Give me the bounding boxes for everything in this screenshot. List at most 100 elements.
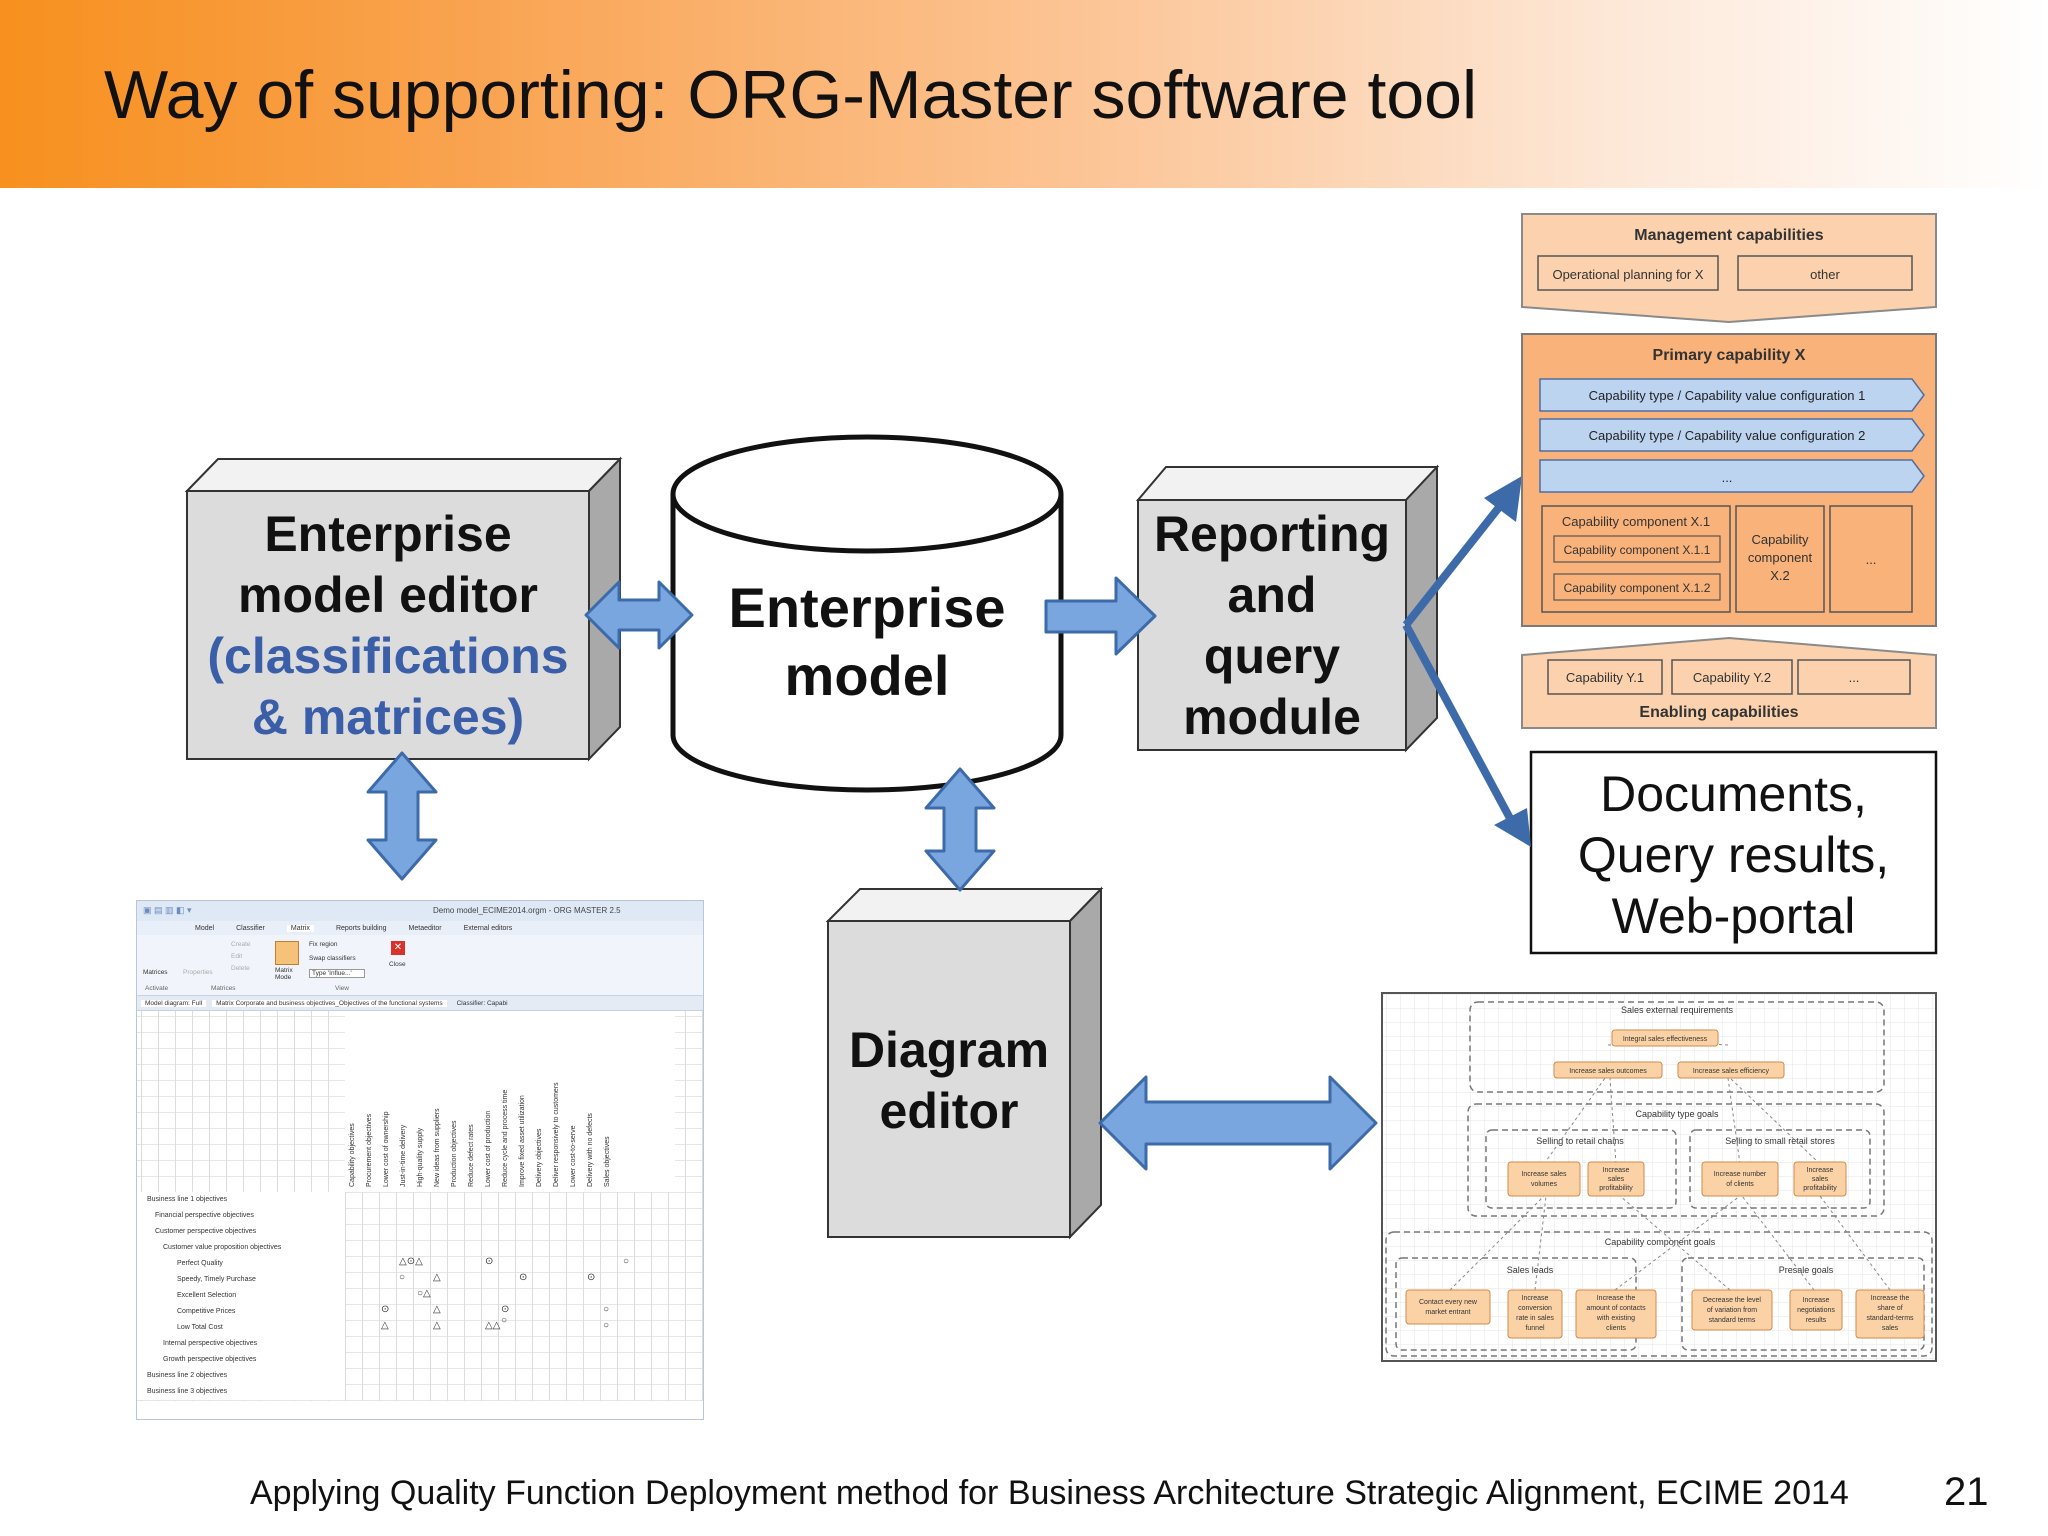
ribbon-type-select[interactable]: Type 'Influe...': [309, 969, 365, 978]
close-icon[interactable]: ✕: [391, 941, 405, 955]
goal-node: standard-terms: [1866, 1315, 1914, 1322]
matrix-row[interactable]: Customer perspective objectives: [155, 1228, 257, 1235]
influence-mark[interactable]: ○: [623, 1256, 630, 1267]
page-number: 21: [1944, 1470, 1989, 1514]
matrix-mode-icon[interactable]: [275, 941, 299, 965]
matrix-row[interactable]: Excellent Selection: [177, 1292, 237, 1299]
app-menu-tab[interactable]: Matrix: [286, 924, 314, 932]
ribbon-group: Matrices: [211, 985, 236, 992]
ribbon-create[interactable]: Create: [231, 941, 251, 948]
matrix-row[interactable]: Growth perspective objectives: [163, 1356, 257, 1363]
matrix-row[interactable]: Perfect Quality: [177, 1260, 223, 1267]
editor-model-double-arrow: [584, 580, 694, 650]
primary-title: Primary capability X: [1653, 347, 1806, 364]
goal-node: Decrease the level: [1703, 1297, 1761, 1304]
ribbon-properties[interactable]: Properties: [183, 969, 213, 976]
editor-box-label: Enterprise model editor (classifications…: [207, 506, 569, 745]
goal-node: market entrant: [1425, 1309, 1470, 1316]
slide-title: Way of supporting: ORG-Master software t…: [104, 57, 1478, 133]
primary-chevron: Capability type / Capability value confi…: [1589, 388, 1866, 403]
enabling-item: Capability Y.2: [1693, 670, 1771, 685]
matrix-row[interactable]: Business line 1 objectives: [147, 1196, 228, 1203]
influence-mark[interactable]: △△: [485, 1320, 501, 1331]
ribbon-swap[interactable]: Swap classifiers: [309, 955, 356, 962]
app-menu-tab[interactable]: Model: [195, 924, 215, 932]
goal-region-title: Capability component goals: [1605, 1237, 1716, 1247]
matrix-row[interactable]: Internal perspective objectives: [163, 1340, 258, 1347]
goal-node: rate in sales: [1516, 1315, 1554, 1322]
goal-node: of variation from: [1707, 1307, 1757, 1314]
app-menu-tab[interactable]: Reports building: [335, 924, 387, 932]
matrix-column-header: Procurement objectives: [366, 1113, 373, 1187]
matrix-column-header: Lower cost of production: [485, 1110, 492, 1187]
footer-citation: Applying Quality Function Deployment met…: [250, 1474, 1849, 1512]
goal-node: Increase: [1803, 1297, 1830, 1304]
goal-node: Increase sales: [1521, 1171, 1567, 1178]
ribbon-close[interactable]: Close: [389, 961, 406, 968]
goal-group-title: Selling to retail chains: [1536, 1136, 1624, 1146]
app-titlebar: ▣ ▤ ▥ ◧ ▾ Demo model_ECIME2014.orgm - OR…: [137, 901, 703, 921]
influence-mark[interactable]: ⊙: [381, 1304, 390, 1315]
doc-tab[interactable]: Matrix Corporate and business objectives…: [212, 999, 447, 1007]
reporting-label: Reporting and query module: [1153, 506, 1391, 745]
component-more: ...: [1866, 552, 1877, 567]
influence-mark[interactable]: △: [381, 1320, 389, 1331]
influence-mark[interactable]: ○: [399, 1272, 406, 1283]
ribbon-edit[interactable]: Edit: [231, 953, 243, 960]
app-menu-tab[interactable]: Classifier: [236, 924, 265, 932]
influence-mark[interactable]: ○△: [417, 1288, 431, 1299]
model-reporting-arrow: [1044, 576, 1157, 656]
matrix-column-header: Delivery with no defects: [587, 1113, 594, 1187]
influence-mark[interactable]: ⊙: [485, 1256, 494, 1267]
goal-region-title: Sales external requirements: [1621, 1005, 1734, 1015]
influence-mark[interactable]: ○: [603, 1320, 610, 1331]
component-x2: Capability: [1751, 532, 1809, 547]
influence-mark[interactable]: ○: [603, 1304, 610, 1315]
goal-node: negotiations: [1797, 1307, 1835, 1314]
goal-node: sales: [1882, 1325, 1899, 1332]
matrix-row[interactable]: Speedy, Timely Purchase: [177, 1276, 256, 1283]
influence-mark[interactable]: ⊙: [587, 1272, 596, 1283]
goal-group-title: Sales leads: [1507, 1265, 1554, 1275]
output-label: Documents, Query results, Web-portal: [1577, 766, 1890, 944]
goal-node: profitability: [1803, 1185, 1837, 1192]
matrix-row[interactable]: Business line 2 objectives: [147, 1372, 228, 1379]
component-x2: component: [1748, 550, 1813, 565]
influence-mark[interactable]: △: [433, 1272, 441, 1283]
influence-mark[interactable]: ⊙ ○: [501, 1304, 510, 1326]
goal-node: results: [1806, 1317, 1827, 1324]
app-screenshot: ▣ ▤ ▥ ◧ ▾ Demo model_ECIME2014.orgm - OR…: [136, 900, 704, 1420]
goal-node: volumes: [1531, 1181, 1558, 1188]
goal-node: conversion: [1518, 1305, 1552, 1312]
influence-mark[interactable]: △⊙△: [399, 1256, 423, 1267]
goal-node: sales: [1812, 1176, 1829, 1183]
influence-mark[interactable]: △: [433, 1320, 441, 1331]
model-diagram-double-arrow: [924, 767, 996, 892]
ribbon-matrix-mode[interactable]: Matrix Mode: [275, 967, 293, 981]
influence-mark[interactable]: △: [433, 1304, 441, 1315]
editor-box: [184, 456, 623, 762]
app-menu-tab[interactable]: Metaeditor: [408, 924, 442, 932]
matrix-row[interactable]: Low Total Cost: [177, 1324, 223, 1331]
influence-mark[interactable]: ⊙: [519, 1272, 528, 1283]
capability-map: Management capabilities Operational plan…: [1521, 213, 1937, 729]
doc-tab[interactable]: Classifier: Capabi: [456, 999, 508, 1007]
ribbon-matrices[interactable]: Matrices: [143, 969, 168, 976]
matrix-column-header: Reduce defect rates: [468, 1124, 475, 1187]
matrix-column-header: Just-in-time delivery: [400, 1124, 407, 1187]
doc-tab[interactable]: Model diagram: Full: [141, 999, 207, 1007]
matrix-column-header: Improve fixed asset utilization: [519, 1095, 526, 1187]
ribbon-delete[interactable]: Delete: [231, 965, 250, 972]
diagram-editor-box: [825, 886, 1104, 1240]
goal-node: sales: [1608, 1176, 1625, 1183]
matrix-row[interactable]: Competitive Prices: [177, 1308, 236, 1315]
matrix-row[interactable]: Customer value proposition objectives: [163, 1244, 282, 1251]
matrix-row[interactable]: Business line 3 objectives: [147, 1388, 228, 1395]
goal-node: with existing: [1596, 1315, 1635, 1322]
matrix-row[interactable]: Financial perspective objectives: [155, 1212, 254, 1219]
model-label: Enterprise model: [728, 576, 1006, 707]
app-ribbon: Matrices Properties Create Edit Delete M…: [137, 935, 703, 996]
app-menu-tab[interactable]: External editors: [463, 924, 513, 932]
ribbon-fix-region[interactable]: Fix region: [309, 941, 338, 948]
